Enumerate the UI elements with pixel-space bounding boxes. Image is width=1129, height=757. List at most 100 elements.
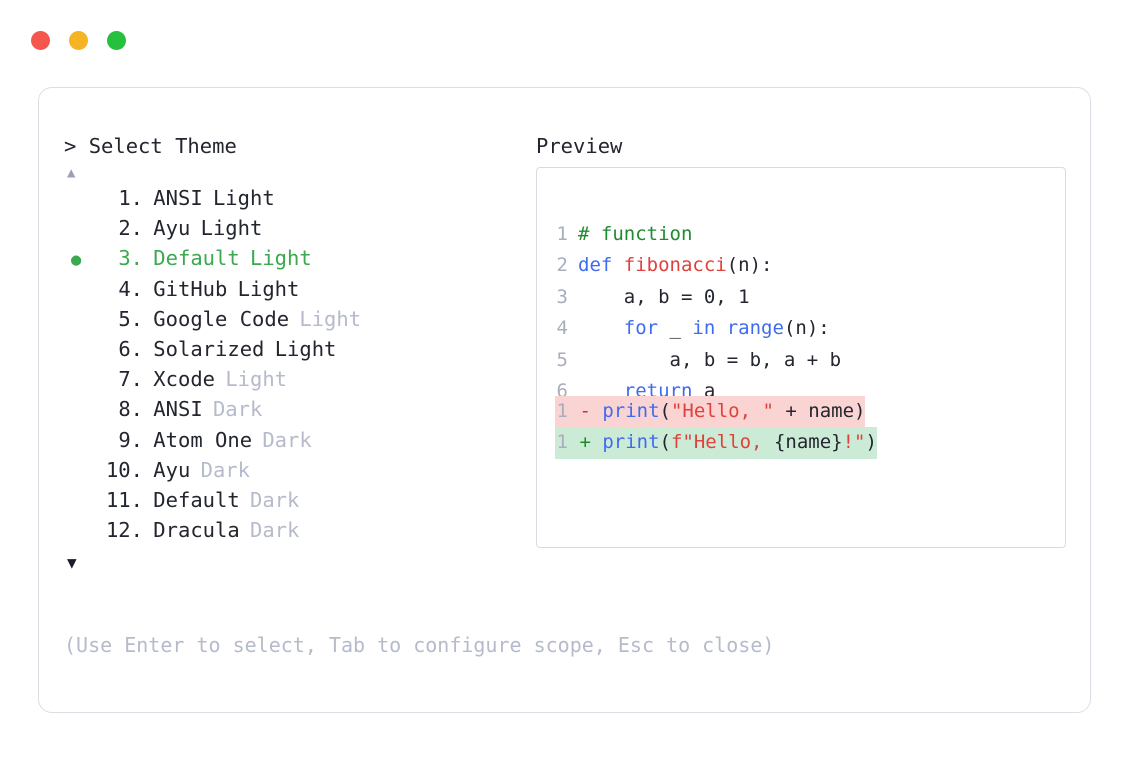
- diff-preview: 1 - print("Hello, " + name)1 + print(f"H…: [555, 396, 877, 459]
- line-number: 3: [556, 285, 568, 308]
- code-token: print: [602, 431, 660, 454]
- page-title-text: Select Theme: [88, 134, 237, 158]
- theme-list-item[interactable]: ● 3. Default Light: [64, 246, 534, 276]
- theme-variant: Dark: [212, 397, 263, 422]
- code-token: for: [623, 317, 659, 340]
- theme-index: 3.: [118, 246, 143, 271]
- theme-list-item[interactable]: 5. Google Code Light: [64, 307, 534, 337]
- theme-variant: Light: [212, 186, 275, 210]
- theme-name: Default: [153, 246, 240, 271]
- theme-name: Default: [153, 487, 240, 512]
- code-line: 3 a, b = 0, 1: [555, 282, 841, 313]
- theme-index: 12.: [105, 518, 143, 543]
- theme-list-item[interactable]: 6. Solarized Light: [64, 337, 534, 367]
- theme-name: Google Code: [153, 306, 290, 331]
- theme-variant: Dark: [200, 457, 250, 482]
- diff-row: 1 + print(f"Hello, {name}!"): [555, 427, 877, 459]
- code-token: (n):: [783, 317, 830, 340]
- theme-name: Solarized: [153, 336, 265, 361]
- theme-variant: Dark: [250, 518, 300, 543]
- code-token: print: [602, 400, 660, 422]
- line-number: 1: [556, 431, 568, 454]
- code-line: 2 def fibonacci(n):: [555, 250, 841, 281]
- line-number: 1: [556, 223, 568, 245]
- theme-variant: Light: [200, 216, 263, 241]
- minimize-window-button[interactable]: [69, 31, 88, 50]
- theme-variant: Light: [225, 367, 288, 392]
- theme-variant: Dark: [250, 487, 300, 512]
- line-number: 1: [556, 400, 568, 422]
- theme-index: 9.: [118, 427, 143, 452]
- theme-list-item[interactable]: 12. Dracula Dark: [64, 518, 534, 548]
- theme-name: Ayu: [153, 457, 191, 482]
- code-token: (n):: [726, 254, 773, 277]
- code-token: def: [578, 254, 624, 277]
- code-token: _: [658, 317, 693, 340]
- maximize-window-button[interactable]: [107, 31, 126, 50]
- selected-bullet-icon: ●: [71, 250, 82, 271]
- window-controls: [31, 31, 126, 50]
- diff-added-line: 1 + print(f"Hello, {name}!"): [555, 427, 877, 459]
- theme-variant: Light: [274, 336, 337, 361]
- theme-index: 10.: [105, 457, 143, 482]
- theme-name: ANSI: [153, 186, 203, 210]
- theme-list-item[interactable]: 7. Xcode Light: [64, 367, 534, 397]
- code-token: !": [842, 431, 866, 454]
- theme-index: 2.: [118, 216, 143, 241]
- code-token: "Hello, ": [670, 400, 774, 422]
- code-token: a, b = b, a + b: [578, 348, 842, 371]
- code-token: # function: [578, 223, 693, 245]
- line-number: 2: [556, 254, 568, 277]
- scroll-down-icon[interactable]: ▼: [67, 553, 77, 573]
- theme-variant: Light: [250, 246, 312, 271]
- theme-name: Dracula: [153, 518, 240, 543]
- theme-index: 11.: [105, 487, 143, 512]
- theme-variant: Dark: [262, 427, 312, 452]
- diff-row: 1 - print("Hello, " + name): [555, 396, 877, 428]
- scroll-up-icon[interactable]: ▲: [67, 165, 76, 181]
- keyboard-hint: (Use Enter to select, Tab to configure s…: [64, 633, 775, 657]
- theme-list-item[interactable]: 11. Default Dark: [64, 488, 534, 518]
- theme-list-item[interactable]: 8. ANSI Dark: [64, 397, 534, 427]
- code-token: in range: [692, 317, 784, 340]
- theme-index: 8.: [118, 397, 143, 422]
- theme-name: ANSI: [153, 397, 203, 422]
- line-number: 6: [556, 379, 568, 402]
- theme-index: 6.: [118, 336, 143, 361]
- theme-list-item[interactable]: 10. Ayu Dark: [64, 458, 534, 488]
- code-line: 5 a, b = b, a + b: [555, 345, 842, 376]
- theme-name: Xcode: [153, 367, 216, 392]
- code-token: (: [659, 431, 671, 454]
- page-title: > Select Theme: [64, 131, 534, 161]
- theme-variant: Light: [299, 306, 362, 331]
- code-token: fibonacci: [623, 254, 727, 277]
- code-token: f"Hello,: [670, 431, 774, 454]
- code-token: ): [865, 431, 877, 454]
- close-window-button[interactable]: [31, 31, 50, 50]
- line-number: 5: [556, 348, 568, 371]
- preview-title: Preview: [536, 134, 623, 158]
- theme-name: GitHub: [153, 276, 228, 301]
- code-token: a, b = 0, 1: [578, 285, 750, 308]
- theme-variant: Light: [237, 276, 300, 301]
- code-token: (: [659, 400, 671, 422]
- theme-index: 5.: [118, 306, 143, 331]
- code-token: [578, 317, 624, 339]
- diff-minus-marker: -: [568, 400, 603, 422]
- diff-plus-marker: +: [568, 431, 603, 454]
- code-line: 1 # function: [555, 219, 841, 250]
- theme-list-item[interactable]: 2. Ayu Light: [64, 216, 534, 246]
- theme-name: Ayu: [153, 216, 191, 241]
- diff-removed-line: 1 - print("Hello, " + name): [555, 396, 866, 428]
- line-number: 4: [556, 317, 568, 340]
- code-token: a: [692, 379, 716, 402]
- theme-index: 7.: [118, 367, 143, 392]
